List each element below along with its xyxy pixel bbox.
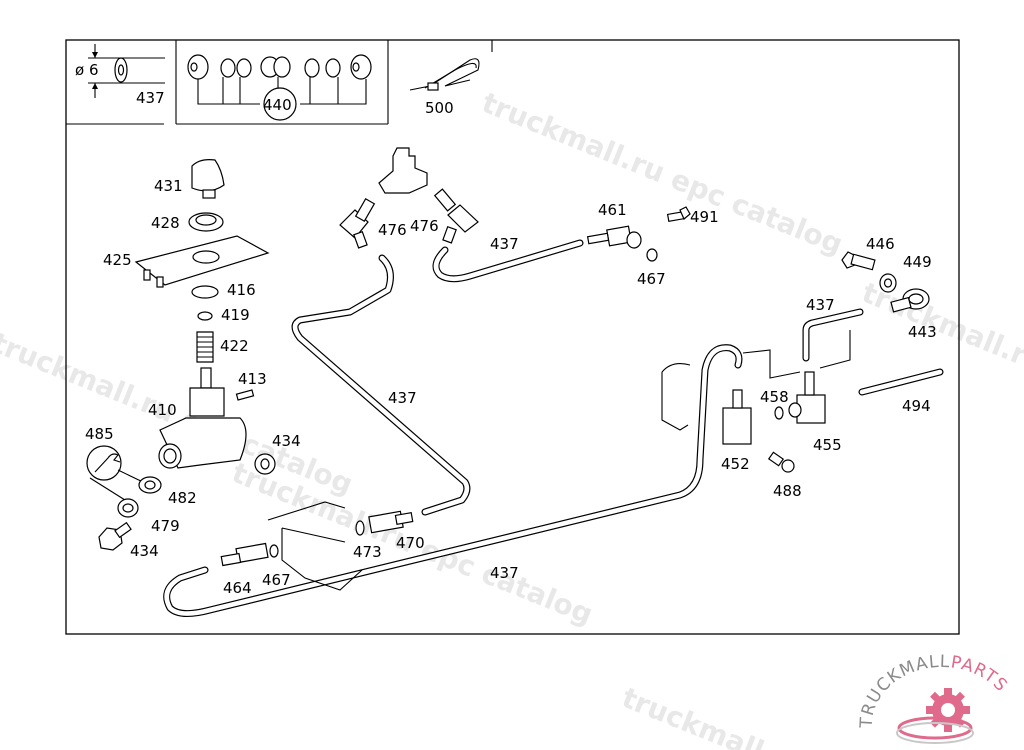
callout-413: 413 — [238, 370, 267, 388]
legend-box: ø 6 437 440 500 — [66, 40, 493, 125]
callout-467: 467 — [262, 571, 291, 589]
tube-diameter-label: ø 6 — [75, 61, 99, 79]
callout-452: 452 — [721, 455, 750, 473]
bottom-assembly — [220, 501, 414, 591]
right-assembly — [661, 251, 930, 473]
callout-437: 437 — [388, 389, 417, 407]
callout-437: 437 — [490, 235, 519, 253]
callout-473: 473 — [353, 543, 382, 561]
cable-tie-illustration — [409, 58, 480, 91]
callout-437: 437 — [490, 564, 519, 582]
callout-431: 431 — [154, 177, 183, 195]
callout-434: 434 — [130, 542, 159, 560]
callout-491: 491 — [690, 208, 719, 226]
callout-437: 437 — [806, 296, 835, 314]
tee-fittings — [339, 147, 691, 262]
callout-446: 446 — [866, 235, 895, 253]
callout-485: 485 — [85, 425, 114, 443]
truckmall-parts-logo: TRUCKMALLPARTS — [857, 652, 1011, 744]
callout-410: 410 — [148, 401, 177, 419]
diagram-frame — [65, 39, 960, 635]
callout-437-legend: 437 — [136, 89, 165, 107]
callout-434: 434 — [272, 432, 301, 450]
callout-479: 479 — [151, 517, 180, 535]
fittings-set-illustration — [187, 54, 372, 121]
watermark: truckmall.ru epc catalog — [477, 86, 847, 261]
callout-464: 464 — [223, 579, 252, 597]
callout-440: 440 — [263, 96, 292, 114]
callout-422: 422 — [220, 337, 249, 355]
watermark: truckmall.ru epc catalog — [857, 276, 1024, 451]
callout-470: 470 — [396, 534, 425, 552]
watermark: truckmall.ru epc catalog — [617, 681, 987, 750]
callout-500: 500 — [425, 99, 454, 117]
callout-494: 494 — [902, 397, 931, 415]
watermark: truckmall.ru epc catalog — [0, 326, 357, 501]
callout-458: 458 — [760, 388, 789, 406]
callout-482: 482 — [168, 489, 197, 507]
callout-476: 476 — [410, 217, 439, 235]
logo-text-accent: PARTS — [949, 652, 1011, 696]
callout-476: 476 — [378, 221, 407, 239]
callout-419: 419 — [221, 306, 250, 324]
callout-428: 428 — [151, 214, 180, 232]
callout-461: 461 — [598, 201, 627, 219]
callout-labels: 431 428 425 416 419 422 413 410 485 434 … — [85, 177, 937, 597]
callout-467: 467 — [637, 270, 666, 288]
callout-416: 416 — [227, 281, 256, 299]
callout-449: 449 — [903, 253, 932, 271]
callout-488: 488 — [773, 482, 802, 500]
callout-455: 455 — [813, 436, 842, 454]
gear-icon — [896, 688, 974, 744]
tube-legend-illustration — [88, 44, 165, 98]
knob-assembly — [86, 159, 276, 551]
callout-425: 425 — [103, 251, 132, 269]
tube-lines — [163, 239, 944, 617]
callout-443: 443 — [908, 323, 937, 341]
